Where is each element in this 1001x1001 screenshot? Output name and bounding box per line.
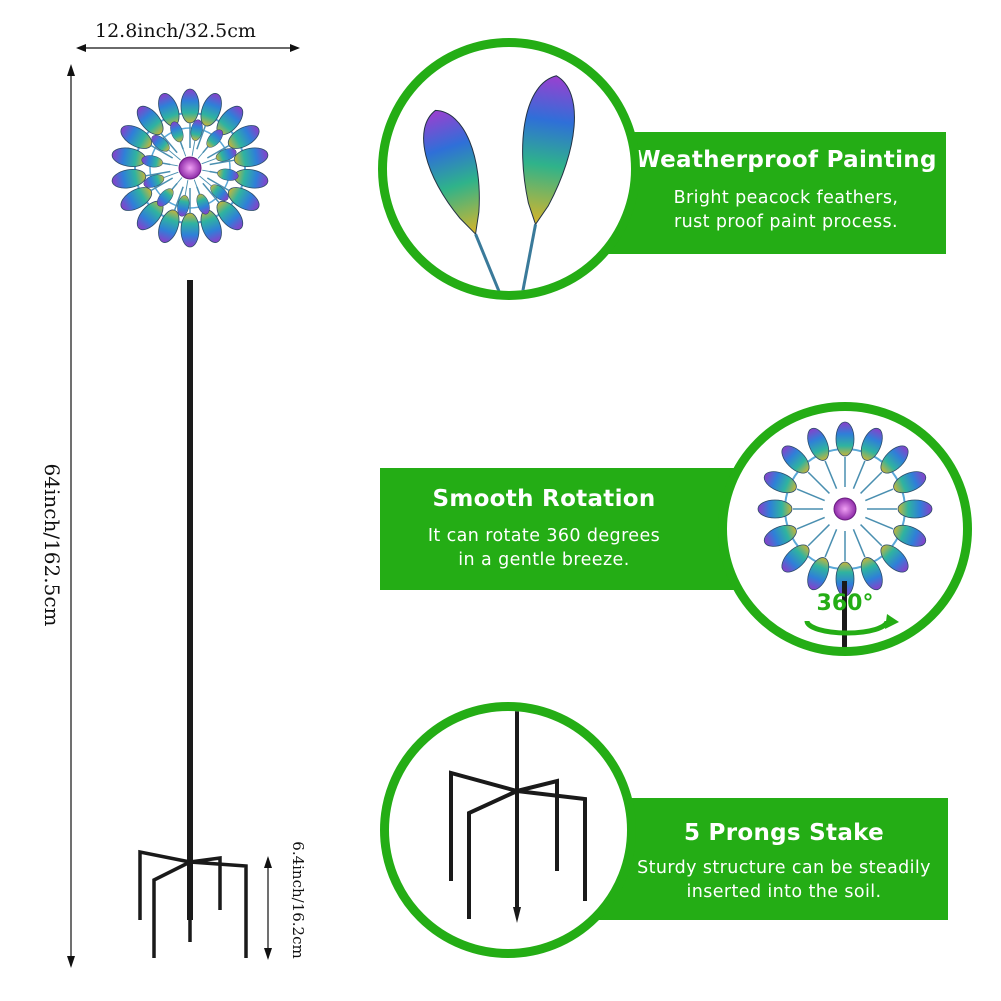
feature-line2: rust proof paint process. [674,212,898,232]
stake-closeup-circle [380,702,636,958]
height-dimension-arrow [67,64,75,968]
rotation-badge: 360° [816,591,874,616]
windmill-icon [109,88,271,248]
rotation-arrow-icon [804,614,899,636]
feature-title: Smooth Rotation [432,486,656,512]
stake-prongs-icon [449,711,587,923]
height-label: 64inch/162.5cm [40,463,64,627]
feature-title: Weatherproof Painting [635,147,937,173]
feature-line1: Bright peacock feathers, [673,188,899,208]
feather-icon [423,75,575,291]
width-label: 12.8inch/32.5cm [95,20,256,42]
pole [187,280,193,920]
feature-line1: Sturdy structure can be steadily [637,858,931,878]
stake-height-label: 6.4inch/16.2cm [289,841,307,959]
feature-line1: It can rotate 360 degrees [427,526,661,546]
rotation-closeup-circle: 360° [718,402,972,656]
width-dimension-arrow [76,44,300,52]
feature-panel-rotation: Smooth Rotation It can rotate 360 degree… [380,468,768,590]
stake-dimension-arrow [264,856,272,960]
windmill-icon [757,421,933,647]
feature-line2: inserted into the soil. [686,882,882,902]
feather-closeup-circle [378,38,640,300]
stake-prongs-icon [138,849,248,958]
feature-title: 5 Prongs Stake [683,820,885,846]
feature-line2: in a gentle breeze. [458,550,630,570]
